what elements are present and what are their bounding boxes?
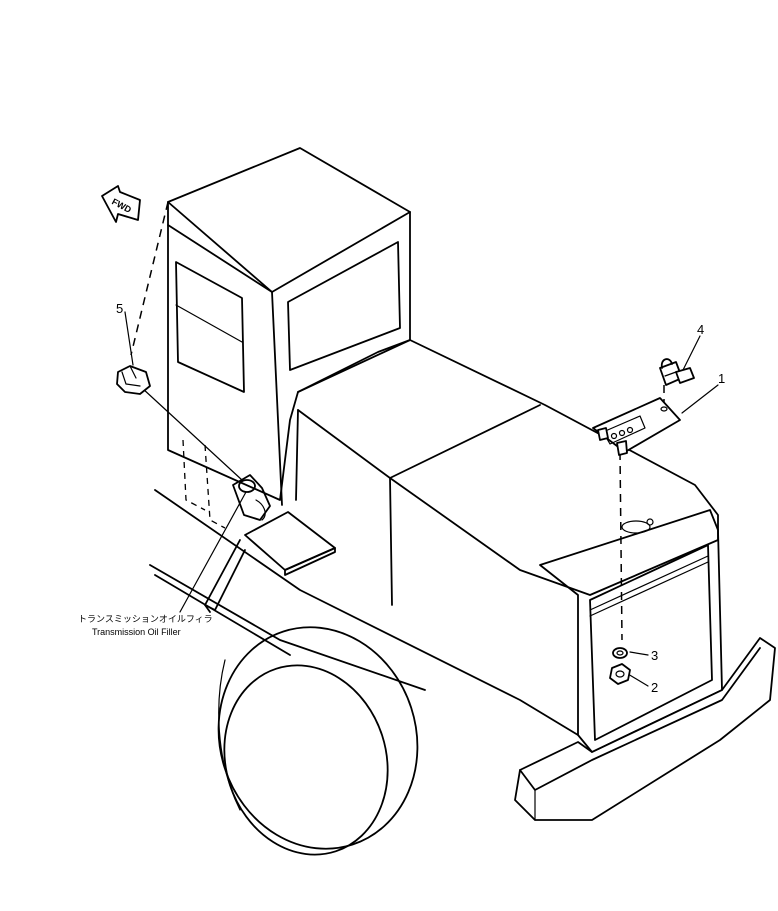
part-2-nut xyxy=(609,663,631,685)
step-and-filler xyxy=(182,439,336,613)
callout-3: 3 xyxy=(651,648,658,663)
part-3-washer xyxy=(612,647,628,659)
fwd-direction-arrow: FWD xyxy=(101,185,141,223)
fwd-label: FWD xyxy=(110,196,133,215)
callout-5: 5 xyxy=(116,301,123,316)
leader-lines xyxy=(124,201,719,687)
front-wheel xyxy=(217,626,419,856)
part-5-filler-cap xyxy=(116,365,151,395)
cab xyxy=(167,147,411,506)
callout-2: 2 xyxy=(651,680,658,695)
callout-1: 1 xyxy=(718,371,725,386)
filler-label-jp: トランスミッションオイルフィラ xyxy=(78,614,213,624)
filler-label-en: Transmission Oil Filler xyxy=(92,627,181,637)
front-bumper xyxy=(514,637,776,821)
part-1-hinge-plate xyxy=(592,397,681,456)
part-4-padlock xyxy=(659,358,695,386)
callout-4: 4 xyxy=(697,322,704,337)
